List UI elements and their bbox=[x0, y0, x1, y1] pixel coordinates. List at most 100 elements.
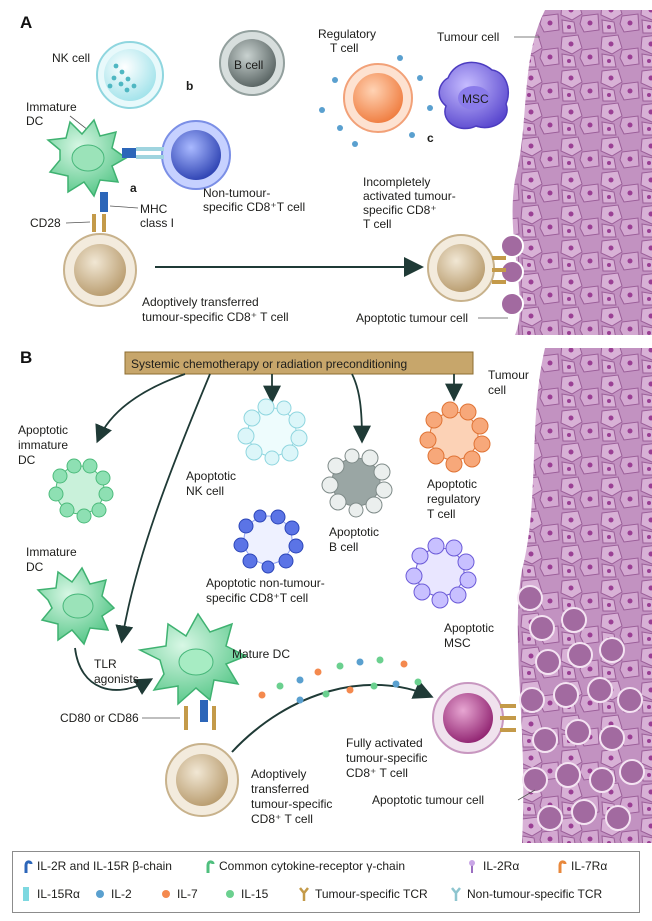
apoptotic-nk bbox=[237, 398, 308, 466]
legend-il2-label: IL-2 bbox=[111, 887, 132, 901]
non-tumour-cd8-label-line2: specific CD8⁺T cell bbox=[203, 200, 305, 214]
legend-il15-label: IL-15 bbox=[241, 887, 269, 901]
adoptive-b-line2: transferred bbox=[251, 782, 309, 796]
regulatory-label-line1: Regulatory bbox=[318, 27, 376, 41]
legend-il2ra-label: IL-2Rα bbox=[483, 859, 520, 873]
mhc-label-line2: class I bbox=[140, 216, 174, 230]
apoptotic-tumour-cells-b bbox=[517, 585, 645, 831]
banner-text: Systemic chemotherapy or radiation preco… bbox=[131, 357, 407, 371]
apoptotic-tumour-label-a: Apoptotic tumour cell bbox=[356, 311, 468, 325]
apoptotic-cd8-line2: specific CD8⁺T cell bbox=[206, 591, 308, 605]
il2-dot-icon bbox=[96, 890, 104, 898]
immature-dc-label-line1: Immature bbox=[26, 100, 77, 114]
fully-activated-cell bbox=[432, 682, 516, 754]
apoptotic-treg-line1: Apoptotic bbox=[427, 477, 477, 491]
tumour-cell-label-b-line1: Tumour bbox=[488, 368, 529, 382]
adoptive-cd8-cell-a bbox=[63, 233, 137, 307]
incompletely-label-line4: T cell bbox=[363, 217, 391, 231]
legend-non-tumour-tcr-label: Non-tumour-specific TCR bbox=[467, 887, 603, 901]
apoptotic-tumour-label-b: Apoptotic tumour cell bbox=[372, 793, 484, 807]
adoptive-label-a-line2: tumour-specific CD8⁺ T cell bbox=[142, 310, 289, 324]
adoptive-cd8-cell-b bbox=[165, 743, 239, 817]
b-cell-label: B cell bbox=[234, 58, 263, 72]
cd80-label: CD80 or CD86 bbox=[60, 711, 139, 725]
legend-il2r-beta: IL-2R and IL-15R β-chain bbox=[19, 859, 172, 873]
immature-dc-b bbox=[36, 566, 116, 646]
regulatory-label-line2: T cell bbox=[330, 41, 358, 55]
adoptive-label-a-line1: Adoptively transferred bbox=[142, 295, 259, 309]
apoptotic-cd8-line1: Apoptotic non-tumour- bbox=[206, 576, 325, 590]
legend-gamma-chain: Common cytokine-receptor γ-chain bbox=[201, 859, 405, 873]
incompletely-label-line2: activated tumour- bbox=[363, 189, 456, 203]
apoptotic-treg-line3: T cell bbox=[427, 507, 455, 521]
tumour-cell-label-a: Tumour cell bbox=[437, 30, 499, 44]
mhc-cd28-synapse-a bbox=[92, 192, 108, 232]
cd80-synapse bbox=[184, 700, 216, 730]
apoptotic-treg-line2: regulatory bbox=[427, 492, 480, 506]
non-tumour-cd8-label-line1: Non-tumour- bbox=[203, 186, 270, 200]
tumour-mass-a bbox=[512, 10, 652, 335]
preconditioning-banner bbox=[124, 351, 474, 375]
legend-il2r-beta-label: IL-2R and IL-15R β-chain bbox=[37, 859, 172, 873]
apoptotic-immature-dc-line2: immature bbox=[18, 438, 68, 452]
adoptive-b-line4: CD8⁺ T cell bbox=[251, 812, 313, 826]
immature-dc-b-line2: DC bbox=[26, 560, 44, 574]
apoptotic-msc bbox=[405, 537, 477, 609]
apoptotic-b-line1: Apoptotic bbox=[329, 525, 379, 539]
fully-activated-line1: Fully activated bbox=[346, 736, 423, 750]
marker-b: b bbox=[186, 79, 193, 93]
legend-il7-label: IL-7 bbox=[177, 887, 198, 901]
il2ra-icon bbox=[469, 860, 475, 873]
fully-activated-line2: tumour-specific bbox=[346, 751, 427, 765]
apoptotic-immature-dc bbox=[48, 458, 114, 524]
b-cell bbox=[219, 30, 285, 96]
mhc-label-line1: MHC bbox=[140, 202, 168, 216]
immature-dc-b-line1: Immature bbox=[26, 545, 77, 559]
immature-dc-a bbox=[46, 118, 128, 198]
nk-cell bbox=[96, 41, 164, 109]
legend-il15ra: IL-15Rα bbox=[19, 887, 80, 901]
mature-dc bbox=[137, 612, 248, 706]
marker-c: c bbox=[427, 131, 434, 145]
apoptotic-tumour-cells-a bbox=[500, 234, 524, 316]
legend-gamma-chain-label: Common cytokine-receptor γ-chain bbox=[219, 859, 406, 873]
apoptotic-msc-line1: Apoptotic bbox=[444, 621, 494, 635]
il7ra-icon bbox=[558, 860, 567, 873]
tumour-cell-label-b-line2: cell bbox=[488, 383, 506, 397]
incompletely-label-line1: Incompletely bbox=[363, 175, 430, 189]
adoptive-b-line1: Adoptively bbox=[251, 767, 306, 781]
il15ra-icon bbox=[23, 887, 29, 901]
legend-tumour-tcr-label: Tumour-specific TCR bbox=[315, 887, 428, 901]
legend: IL-2R and IL-15R β-chain Common cytokine… bbox=[12, 851, 640, 913]
legend-il15ra-label: IL-15Rα bbox=[37, 887, 80, 901]
cytokine-dots bbox=[258, 656, 422, 704]
tumour-tcr-icon bbox=[299, 887, 309, 901]
panel-b-label: B bbox=[20, 348, 32, 367]
legend-il7ra: IL-7Rα bbox=[553, 859, 607, 873]
regulatory-t-cell bbox=[319, 55, 433, 147]
il15-dot-icon bbox=[226, 890, 234, 898]
tlr-line2: agonists bbox=[94, 672, 139, 686]
apoptotic-immature-dc-line3: DC bbox=[18, 453, 36, 467]
nk-cell-label: NK cell bbox=[52, 51, 90, 65]
legend-il15: IL-15 bbox=[223, 887, 268, 901]
apoptotic-nk-line2: NK cell bbox=[186, 484, 224, 498]
apoptotic-nk-line1: Apoptotic bbox=[186, 469, 236, 483]
arrow-adoptive-to-activated bbox=[231, 680, 434, 753]
fully-activated-line3: CD8⁺ T cell bbox=[346, 766, 408, 780]
incompletely-label-line3: specific CD8⁺ bbox=[363, 203, 437, 217]
marker-a: a bbox=[130, 181, 137, 195]
tumour-mass-b bbox=[517, 348, 652, 843]
banner-arrows bbox=[95, 373, 463, 644]
gamma-chain-icon bbox=[206, 860, 215, 873]
adoptive-b-line3: tumour-specific bbox=[251, 797, 332, 811]
cd28-label: CD28 bbox=[30, 216, 61, 230]
il7-dot-icon bbox=[162, 890, 170, 898]
arrow-immature-to-mature bbox=[74, 647, 154, 695]
apoptotic-cd8 bbox=[233, 509, 304, 574]
apoptotic-b-line2: B cell bbox=[329, 540, 358, 554]
apoptotic-b bbox=[321, 448, 393, 518]
incompletely-activated-cell bbox=[427, 234, 506, 302]
legend-il2ra: IL-2Rα bbox=[465, 859, 519, 873]
